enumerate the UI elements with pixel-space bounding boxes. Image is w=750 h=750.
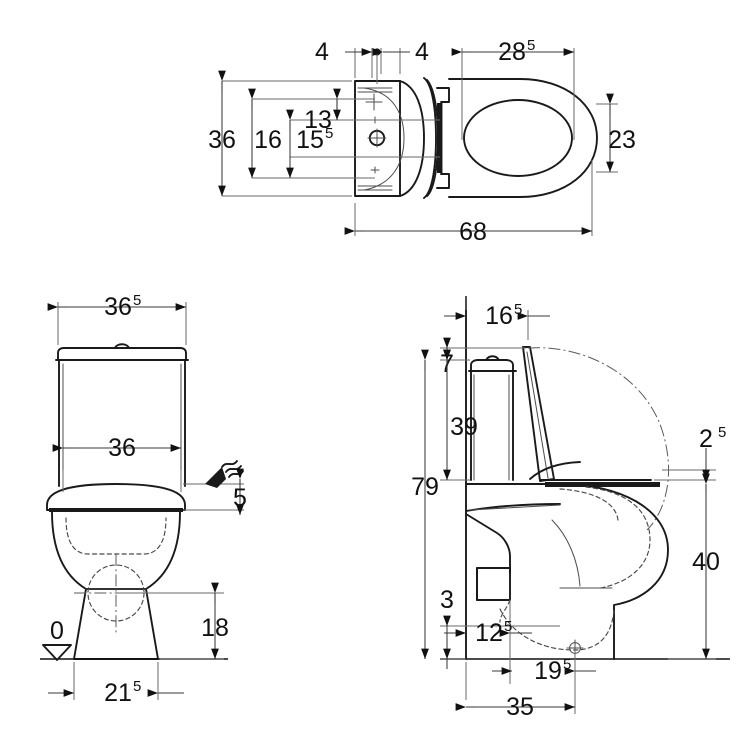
dim-front-18: 18 xyxy=(201,582,229,660)
dim-label: 23 xyxy=(608,126,636,154)
front-seat-lid xyxy=(46,483,186,512)
dim-label: 4 xyxy=(415,38,429,66)
side-view-group: 16 5 7 39 79 3 xyxy=(411,296,730,721)
dim-label: 5 xyxy=(233,484,247,512)
floor-datum-triangle-icon: 0 xyxy=(42,617,72,661)
dim-plan-13: 13 xyxy=(304,88,341,134)
dim-side-79: 79 xyxy=(411,349,439,660)
side-raised-lid xyxy=(522,346,555,482)
dim-label: 79 xyxy=(411,473,439,501)
dim-plan-4-right: 4 xyxy=(372,38,429,66)
dim-side-40: 40 xyxy=(692,473,720,660)
dim-label-sup: 5 xyxy=(325,125,333,142)
plan-seat-lid-outline xyxy=(448,78,598,198)
dim-plan-4-left: 4 xyxy=(315,38,373,66)
dim-label: 68 xyxy=(459,218,487,246)
dim-label: 0 xyxy=(50,617,64,645)
side-cistern xyxy=(468,355,517,481)
dim-label-sup: 5 xyxy=(504,618,512,635)
dim-label: 3 xyxy=(440,586,454,614)
dim-label-sup: 5 xyxy=(133,678,141,695)
side-lid-swing-arc xyxy=(527,347,669,531)
dim-label: 36 xyxy=(108,434,136,462)
dim-plan-285: 28 5 xyxy=(451,37,575,66)
dim-label-sup: 5 xyxy=(514,301,522,318)
dim-label-sup: 5 xyxy=(133,292,141,309)
plan-center-dot xyxy=(373,48,381,84)
dim-front-5: 5 xyxy=(233,468,247,516)
dim-plan-23: 23 xyxy=(606,93,636,173)
dim-label: 35 xyxy=(506,693,534,721)
dim-label-sup: 5 xyxy=(563,656,571,673)
dim-label: 12 xyxy=(475,619,503,647)
dim-side-25: 2 5 xyxy=(699,424,726,481)
dim-front-215: 21 5 xyxy=(48,678,184,707)
dim-label: 36 xyxy=(208,126,236,154)
dim-label: 4 xyxy=(315,38,329,66)
dim-label: 19 xyxy=(534,657,562,685)
dim-label: 13 xyxy=(304,106,332,134)
dim-front-365: 36 5 xyxy=(47,292,187,321)
dim-label: 39 xyxy=(450,413,478,441)
dim-side-39: 39 xyxy=(443,349,478,481)
dim-plan-36: 36 xyxy=(208,70,236,197)
dim-plan-16: 16 xyxy=(248,88,282,179)
dim-side-165: 16 5 xyxy=(444,301,550,330)
plan-view-group: 4 4 28 5 36 xyxy=(208,37,636,246)
dim-label-sup: 5 xyxy=(718,424,726,441)
dim-label: 28 xyxy=(498,38,526,66)
plan-extension-lines xyxy=(222,48,618,236)
front-view-group: 36 5 36 5 18 xyxy=(40,292,247,707)
dim-plan-155: 15 5 xyxy=(286,109,333,179)
front-cistern-lid xyxy=(55,343,189,361)
dim-front-36: 36 xyxy=(52,434,182,462)
dim-side-195: 19 5 xyxy=(492,656,596,685)
dim-label-sup: 5 xyxy=(527,37,535,54)
dim-plan-68: 68 xyxy=(344,218,593,246)
dim-label: 16 xyxy=(485,302,513,330)
dim-label: 2 xyxy=(699,425,713,453)
dim-label: 36 xyxy=(104,293,132,321)
plan-hinge-plate xyxy=(423,77,450,199)
dim-label: 21 xyxy=(104,679,132,707)
dim-label: 16 xyxy=(254,126,282,154)
front-cistern-body xyxy=(58,359,186,487)
plan-cistern-outline xyxy=(354,80,425,197)
side-bowl-body xyxy=(465,483,669,660)
dim-side-3: 3 xyxy=(440,586,454,669)
dim-label: 18 xyxy=(201,614,229,642)
side-seat xyxy=(529,461,660,487)
dim-side-35: 35 xyxy=(455,693,576,721)
dim-label: 40 xyxy=(692,548,720,576)
dim-label: 15 xyxy=(296,126,324,154)
dim-side-125: 12 5 xyxy=(444,618,532,647)
